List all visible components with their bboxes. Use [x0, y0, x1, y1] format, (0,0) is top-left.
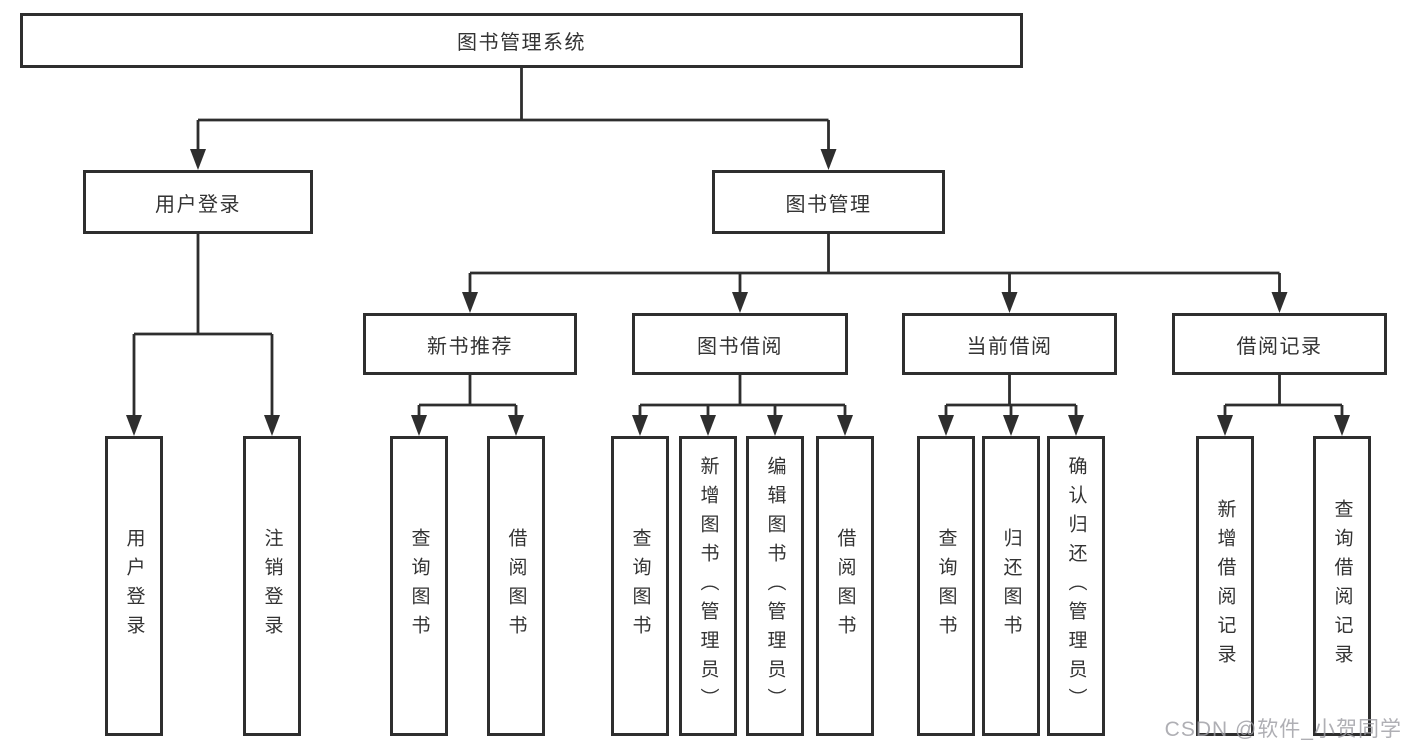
leaf-return-books: 归还图书 [982, 436, 1040, 736]
node-library-management-system: 图书管理系统 [20, 13, 1023, 68]
arrowhead [126, 415, 142, 436]
arrowhead [732, 292, 748, 313]
arrowhead [767, 415, 783, 436]
arrowhead [632, 415, 648, 436]
leaf-confirm-return-admin: 确认归还（管理员） [1047, 436, 1105, 736]
leaf-borrow-books-recommend: 借阅图书 [487, 436, 545, 736]
node-label: 用户登录 [155, 193, 241, 216]
node-label: 新书推荐 [427, 335, 513, 358]
connector-borrow-records-to-leaves [1217, 375, 1350, 436]
arrowhead [462, 292, 478, 313]
leaf-query-borrow-record: 查询借阅记录 [1313, 436, 1371, 736]
connector-book-borrowing-to-leaves [632, 375, 853, 436]
leaf-label: 确认归还（管理员） [1065, 455, 1087, 717]
arrowhead [820, 149, 837, 170]
node-borrowing-records: 借阅记录 [1172, 313, 1387, 375]
leaf-label: 归还图书 [1000, 528, 1022, 644]
leaf-query-books-current: 查询图书 [917, 436, 975, 736]
leaf-borrow-books-borrowing: 借阅图书 [816, 436, 874, 736]
node-label: 图书管理系统 [457, 32, 586, 54]
node-user-login: 用户登录 [83, 170, 313, 234]
node-label: 借阅记录 [1236, 335, 1323, 358]
arrowhead [700, 415, 716, 436]
leaf-add-borrow-record: 新增借阅记录 [1196, 436, 1254, 736]
leaf-user-login: 用户登录 [105, 436, 163, 736]
leaf-label: 新增借阅记录 [1214, 499, 1236, 673]
leaf-label: 查询图书 [408, 528, 430, 644]
leaf-add-books-admin: 新增图书（管理员） [679, 436, 737, 736]
arrowhead [1068, 415, 1084, 436]
leaf-label: 用户登录 [123, 528, 145, 644]
arrowhead [264, 415, 280, 436]
leaf-label: 借阅图书 [834, 528, 856, 644]
arrowhead [1271, 292, 1288, 313]
arrowhead [1334, 415, 1350, 436]
connector-book-management-to-level3 [462, 234, 1288, 313]
connector-user-login-to-leaves [126, 234, 280, 436]
node-new-book-recommendation: 新书推荐 [363, 313, 577, 375]
connector-root-to-level2 [190, 68, 837, 170]
arrowhead [1001, 292, 1018, 313]
arrowhead [1003, 415, 1019, 436]
watermark-text: CSDN @软件_小贺同学 [1164, 718, 1402, 741]
connector-current-borrowing-to-leaves [938, 375, 1084, 436]
arrowhead [190, 149, 206, 170]
leaf-label: 注销登录 [261, 528, 283, 644]
arrowhead [1217, 415, 1233, 436]
arrowhead [508, 415, 524, 436]
leaf-label: 借阅图书 [505, 528, 527, 644]
node-book-management: 图书管理 [712, 170, 945, 234]
leaf-label: 编辑图书（管理员） [764, 455, 786, 717]
leaf-query-books-borrowing: 查询图书 [611, 436, 669, 736]
node-label: 图书借阅 [697, 335, 783, 358]
node-label: 图书管理 [785, 193, 872, 216]
arrowhead [938, 415, 954, 436]
leaf-logout: 注销登录 [243, 436, 301, 736]
leaf-label: 查询图书 [629, 528, 651, 644]
arrowhead [837, 415, 853, 436]
node-book-borrowing: 图书借阅 [632, 313, 848, 375]
leaf-label: 查询借阅记录 [1331, 499, 1353, 673]
leaf-query-books-recommend: 查询图书 [390, 436, 448, 736]
node-current-borrowing: 当前借阅 [902, 313, 1117, 375]
arrowhead [411, 415, 427, 436]
leaf-label: 查询图书 [935, 528, 957, 644]
leaf-edit-books-admin: 编辑图书（管理员） [746, 436, 804, 736]
node-label: 当前借阅 [966, 335, 1053, 358]
leaf-label: 新增图书（管理员） [697, 455, 719, 717]
connector-new-book-to-leaves [411, 375, 524, 436]
